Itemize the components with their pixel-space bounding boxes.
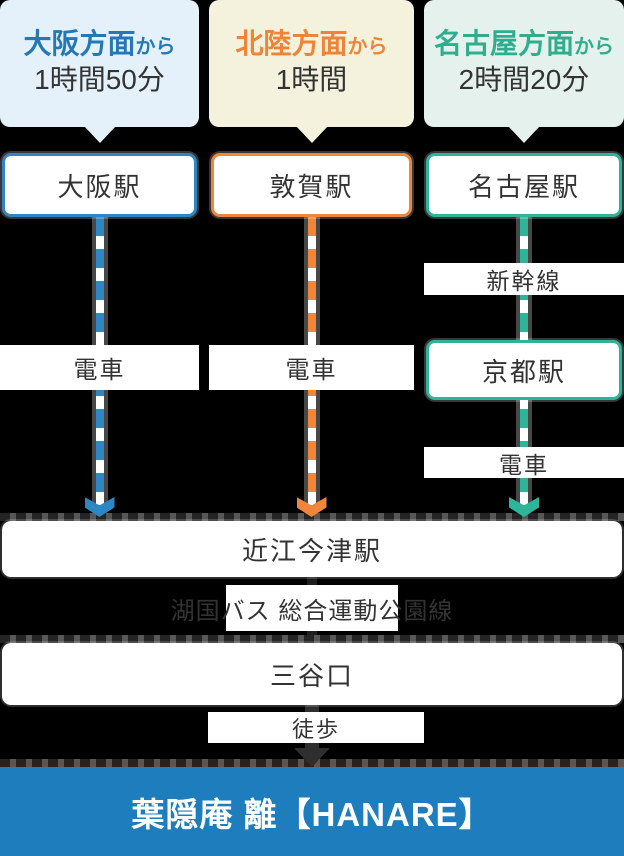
destination-name: 葉隠庵 離【HANARE】 bbox=[131, 795, 493, 833]
down-arrow-icon bbox=[296, 497, 327, 517]
bubble-tail-icon bbox=[83, 126, 116, 143]
station-box-nagoya: 名古屋駅 bbox=[426, 153, 622, 217]
down-arrow-icon bbox=[84, 497, 115, 517]
origin-suffix: から bbox=[135, 36, 176, 58]
origin-label: 北陸方面から bbox=[209, 27, 414, 61]
origin-bubble-osaka: 大阪方面から 1時間50分 bbox=[0, 0, 199, 127]
origin-label: 名古屋方面から bbox=[424, 27, 624, 61]
origin-name: 北陸方面 bbox=[235, 28, 348, 59]
origin-bubble-hokuriku: 北陸方面から 1時間 bbox=[209, 0, 414, 127]
duration-label: 1時間50分 bbox=[34, 63, 165, 95]
station-box-tsuruga: 敦賀駅 bbox=[211, 153, 412, 217]
station-box-omi-imazu: 近江今津駅 bbox=[2, 521, 622, 577]
transport-label-shinkansen: 新幹線 bbox=[424, 263, 624, 295]
bubble-tail-icon bbox=[295, 126, 328, 143]
transport-label-train: 電車 bbox=[424, 447, 624, 478]
dashed-divider-line bbox=[0, 513, 624, 521]
route-column-hokuriku: 北陸方面から 1時間 敦賀駅 電車 bbox=[209, 0, 414, 520]
transport-label-train: 電車 bbox=[0, 345, 199, 390]
origin-label: 大阪方面から bbox=[0, 27, 199, 61]
station-box-osaka: 大阪駅 bbox=[2, 153, 197, 217]
dashed-divider-line bbox=[0, 635, 624, 643]
origin-suffix: から bbox=[347, 36, 388, 58]
walk-label-band: 徒歩 bbox=[208, 712, 424, 743]
origin-bubble-nagoya: 名古屋方面から 2時間20分 bbox=[424, 0, 624, 127]
origin-suffix: から bbox=[574, 36, 614, 58]
bubble-tail-icon bbox=[508, 126, 540, 143]
transport-label-train: 電車 bbox=[209, 345, 414, 390]
walk-down-arrow-icon bbox=[294, 748, 330, 767]
route-column-nagoya: 名古屋方面から 2時間20分 名古屋駅 新幹線 京都駅 電車 bbox=[424, 0, 624, 520]
duration-label: 1時間 bbox=[275, 63, 348, 95]
station-box-kyoto: 京都駅 bbox=[426, 340, 622, 400]
route-column-osaka: 大阪方面から 1時間50分 大阪駅 電車 bbox=[0, 0, 199, 520]
down-arrow-icon bbox=[509, 497, 539, 517]
duration-label: 2時間20分 bbox=[458, 63, 590, 95]
origin-name: 名古屋方面 bbox=[433, 28, 574, 59]
bus-stop-box-mitaniguchi: 三谷口 bbox=[2, 643, 622, 705]
bus-route-label: 湖国バス 総合運動公園線 bbox=[170, 597, 454, 625]
bus-route-label-band: 湖国バス 総合運動公園線 bbox=[171, 585, 452, 631]
destination-banner: 葉隠庵 離【HANARE】 bbox=[0, 767, 624, 856]
origin-name: 大阪方面 bbox=[23, 28, 136, 59]
